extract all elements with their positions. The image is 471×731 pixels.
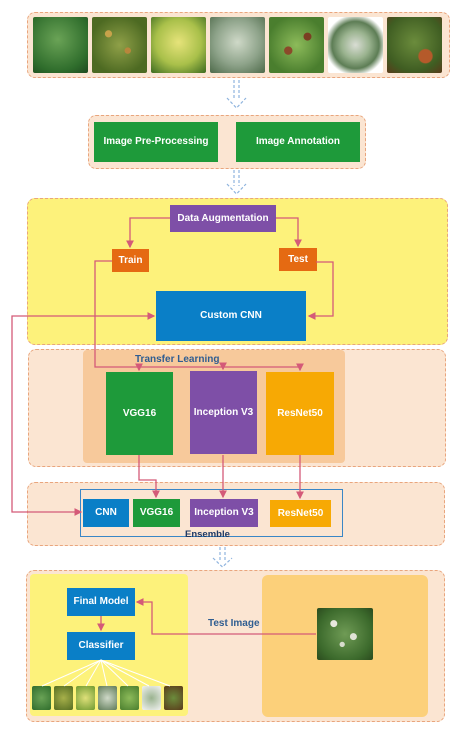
ensemble-resnet50-label: ResNet50 [277,507,324,519]
ensemble-resnet50-box: ResNet50 [270,500,331,527]
test-image-label: Test Image [208,618,260,629]
leaf-image-yellowing [151,17,206,73]
leaf-image-row [33,17,444,73]
class-image-7 [164,686,183,710]
preprocessing-section: Image Pre-Processing Image Annotation [88,115,366,169]
image-preprocessing-label: Image Pre-Processing [103,136,209,148]
data-augmentation-box: Data Augmentation [170,205,276,232]
resnet50-label: ResNet50 [277,407,323,419]
classifier-box: Classifier [67,632,135,660]
flow-arrow-3 [212,547,233,568]
test-label: Test [288,253,308,265]
test-image-photo [317,608,373,660]
ensemble-vgg16-label: VGG16 [139,507,174,519]
ensemble-title: Ensemble [185,529,230,540]
leaf-image-lesion [269,17,324,73]
ensemble-inception-label: Inception V3 [194,507,254,519]
class-image-3 [76,686,95,710]
transfer-learning-title: Transfer Learning [135,354,220,365]
train-box: Train [112,249,149,272]
classifier-label: Classifier [78,640,124,652]
ensemble-cnn-box: CNN [83,499,129,527]
leaf-image-mildew [210,17,265,73]
leaf-image-spotted [92,17,147,73]
ensemble-inception-box: Inception V3 [190,499,258,527]
custom-cnn-label: Custom CNN [200,310,262,322]
final-model-label: Final Model [73,596,129,608]
leaf-image-healthy [33,17,88,73]
class-image-4 [98,686,117,710]
class-image-5 [120,686,139,710]
train-label: Train [118,254,143,266]
resnet50-box: ResNet50 [266,372,334,455]
ensemble-vgg16-box: VGG16 [133,499,180,527]
class-image-1 [32,686,51,710]
vgg16-box: VGG16 [106,372,173,455]
class-image-2 [54,686,73,710]
leaf-image-blight [387,17,442,73]
ensemble-cnn-label: CNN [95,507,117,519]
vgg16-label: VGG16 [122,407,157,419]
dataset-images-section [27,12,450,78]
class-image-6 [142,686,161,710]
image-annotation-box: Image Annotation [236,122,360,162]
final-model-box: Final Model [67,588,135,616]
inception-v3-box: Inception V3 [190,371,257,454]
test-box: Test [279,248,317,271]
flow-arrow-1 [226,80,247,109]
class-output-images [32,686,186,710]
flow-arrow-2 [226,170,247,195]
custom-cnn-box: Custom CNN [156,291,306,341]
data-augmentation-label: Data Augmentation [177,212,269,224]
image-preprocessing-box: Image Pre-Processing [94,122,218,162]
image-annotation-label: Image Annotation [255,136,341,148]
leaf-image-curled [328,17,383,73]
inception-v3-label: Inception V3 [193,406,254,418]
